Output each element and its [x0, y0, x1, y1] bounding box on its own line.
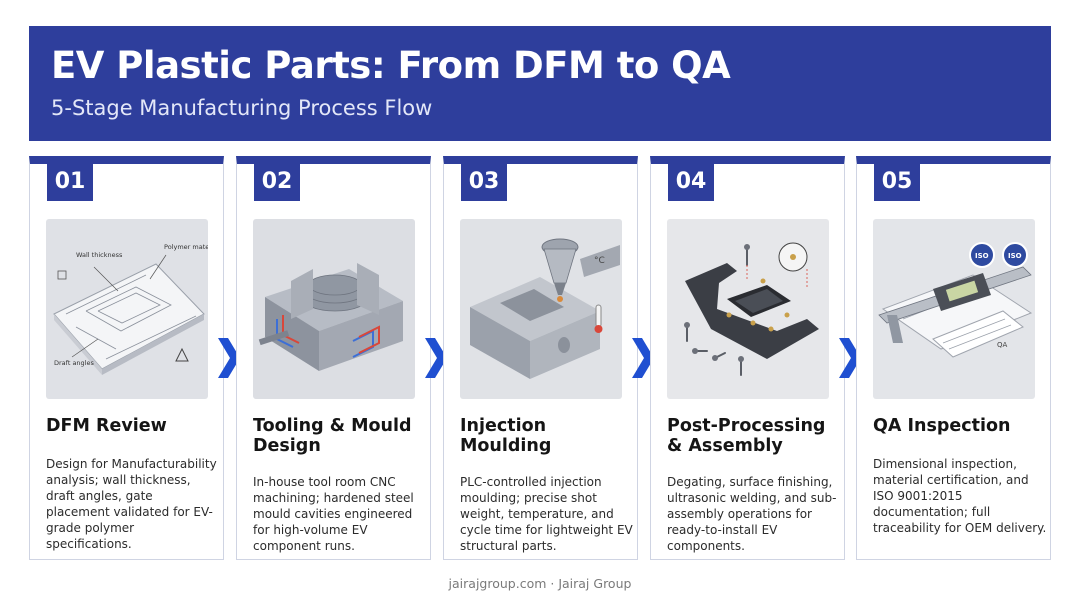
caliper-inspection-icon: ISO ISO QA: [873, 219, 1035, 399]
stage-description: Degating, surface finishing, ultrasonic …: [667, 475, 837, 553]
stage-card-injection: 03 °C Injection Moulding PLC-controlled …: [443, 156, 638, 560]
stage-number: 01: [47, 164, 93, 201]
stage-description: PLC-controlled injection moulding; preci…: [460, 475, 633, 553]
illus-label: °C: [594, 256, 605, 266]
bracket-assembly-icon: [667, 219, 829, 399]
stage-card-qa-inspection: 05 ISO ISO QA QA Inspection Dimensional …: [856, 156, 1051, 560]
chevron-right-icon: [425, 338, 447, 378]
stage-card-post-processing: 04: [650, 156, 845, 560]
stage-description: Dimensional inspection, material certifi…: [873, 457, 1047, 535]
footer-credit: jairajgroup.com · Jairaj Group: [448, 576, 632, 591]
page-subtitle: 5-Stage Manufacturing Process Flow: [51, 96, 433, 120]
illus-label: Wall thickness: [76, 251, 123, 259]
stage-number: 03: [461, 164, 507, 201]
page-title: EV Plastic Parts: From DFM to QA: [51, 44, 731, 87]
illus-label: ISO: [975, 252, 989, 260]
stage-number: 04: [668, 164, 714, 201]
stage-card-tooling: 02 Tooling & Mould Design In-house tool: [236, 156, 431, 560]
title-banner: EV Plastic Parts: From DFM to QA 5-Stage…: [29, 26, 1051, 141]
illus-label: Draft angles: [54, 359, 94, 367]
stage-description: Design for Manufacturability analysis; w…: [46, 457, 217, 551]
stage-number: 05: [874, 164, 920, 201]
technical-drawing-icon: Wall thickness Polymer material Draft an…: [46, 219, 208, 399]
stage-title: Injection Moulding: [460, 416, 552, 456]
illus-label: ISO: [1008, 252, 1022, 260]
mould-block-icon: [253, 219, 415, 399]
stage-number: 02: [254, 164, 300, 201]
stage-card-dfm-review: 01 Wall thickness Polymer material Draft…: [29, 156, 224, 560]
illus-label: Polymer material: [164, 243, 208, 251]
chevron-right-icon: [218, 338, 240, 378]
stage-title: QA Inspection: [873, 416, 1011, 436]
stage-title: Post-Processing & Assembly: [667, 416, 826, 456]
chevron-right-icon: [632, 338, 654, 378]
stage-title: Tooling & Mould Design: [253, 416, 412, 456]
stage-title: DFM Review: [46, 416, 167, 436]
stage-description: In-house tool room CNC machining; harden…: [253, 475, 414, 553]
injection-nozzle-icon: °C: [460, 219, 622, 399]
illus-label: QA: [997, 341, 1008, 349]
